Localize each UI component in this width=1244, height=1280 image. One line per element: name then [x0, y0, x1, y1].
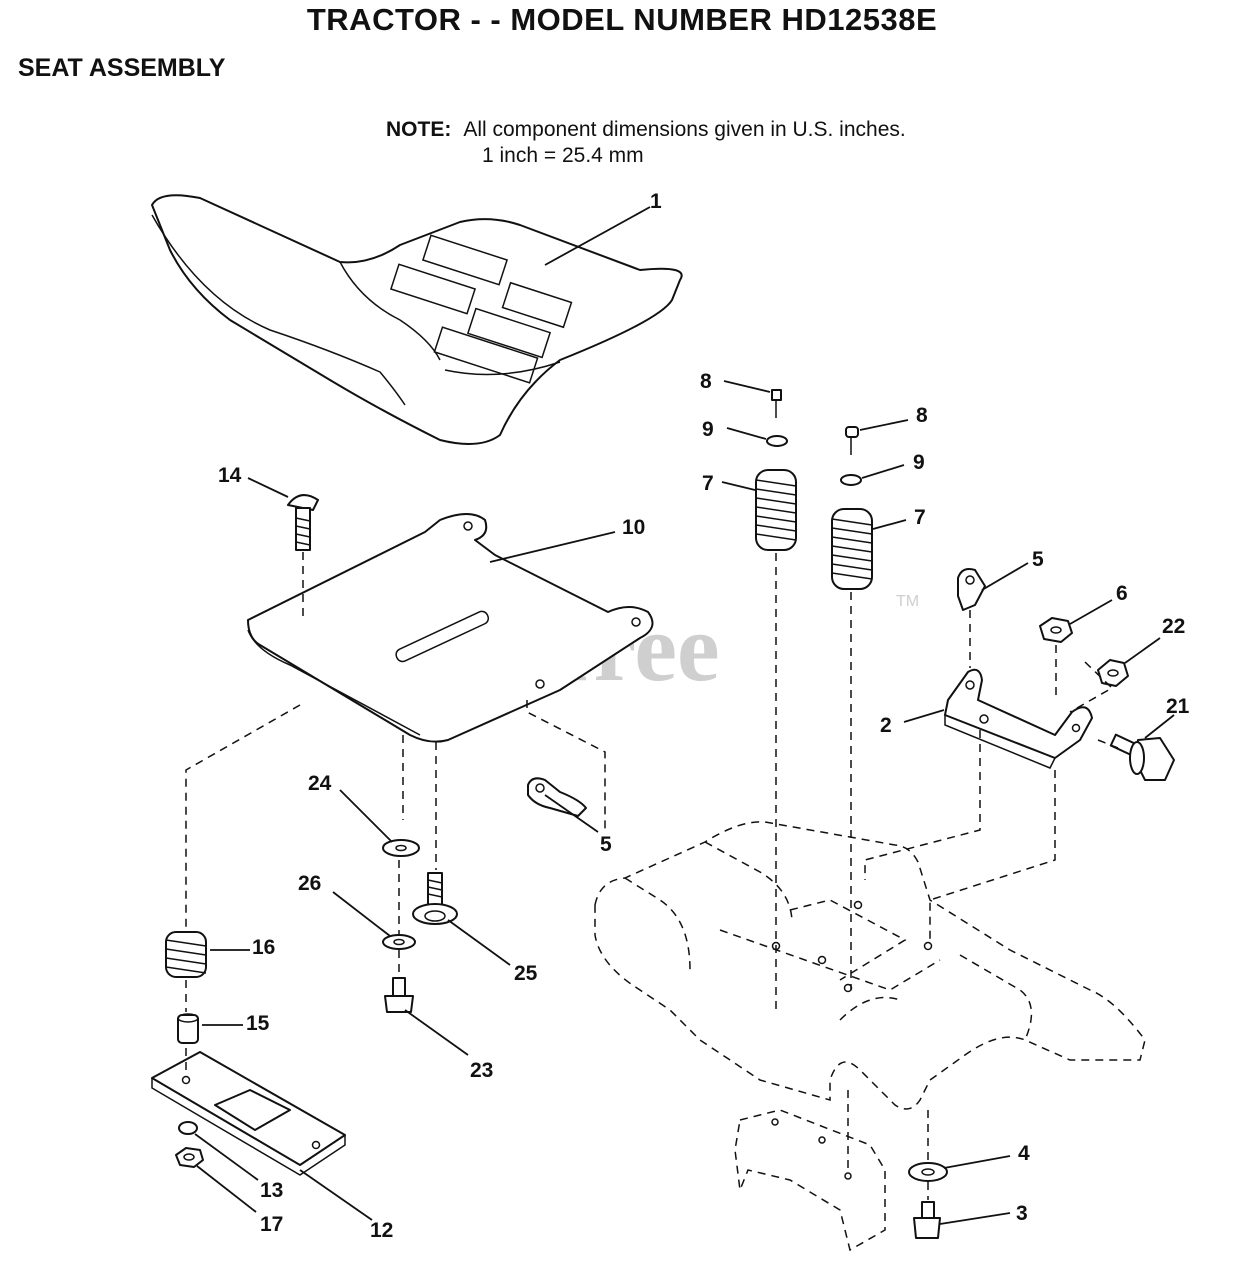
callout-8-right: 8 [916, 404, 928, 427]
note-line2: 1 inch = 25.4 mm [482, 144, 644, 167]
callout-9-left: 9 [702, 418, 714, 441]
seat-bracket-2-part[interactable] [944, 668, 1093, 769]
washer-24-part[interactable] [382, 839, 420, 857]
callout-23: 23 [470, 1059, 493, 1082]
nut-6-part[interactable] [1039, 617, 1073, 643]
seat-clip-upper-part[interactable] [957, 568, 986, 611]
callout-4: 4 [1018, 1142, 1030, 1165]
callout-7-left: 7 [702, 472, 714, 495]
washer-4-part[interactable] [908, 1162, 948, 1182]
spring-16-part[interactable] [165, 931, 207, 978]
callout-5-lower: 5 [600, 833, 612, 856]
flange-bolt-21-part[interactable] [1109, 733, 1175, 781]
carriage-bolt-part[interactable] [287, 494, 319, 551]
callout-8-left: 8 [700, 370, 712, 393]
nut-17-part[interactable] [175, 1147, 204, 1168]
hex-bolt-23-part[interactable] [384, 977, 414, 1013]
callout-17: 17 [260, 1213, 283, 1236]
callout-3: 3 [1016, 1202, 1028, 1225]
callout-22: 22 [1162, 615, 1185, 638]
callout-24: 24 [308, 772, 332, 795]
callout-10: 10 [622, 516, 645, 539]
callout-2: 2 [880, 714, 892, 737]
note-label: NOTE: [386, 118, 452, 141]
callout-7-right: 7 [914, 506, 926, 529]
washer-9b-part[interactable] [840, 474, 862, 486]
shoulder-bolt-part[interactable] [412, 872, 458, 925]
pin-8a-part[interactable] [771, 389, 782, 418]
washer-26-part[interactable] [382, 934, 416, 950]
watermark-tm: TM [896, 593, 919, 610]
hex-bolt-3-part[interactable] [913, 1201, 941, 1239]
nut-22-part[interactable] [1097, 659, 1129, 687]
pin-8b-part[interactable] [845, 426, 859, 455]
callout-6: 6 [1116, 582, 1128, 605]
dimension-note: NOTE: All component dimensions given in U… [386, 117, 906, 167]
page-title: TRACTOR - - MODEL NUMBER HD12538E [306, 2, 938, 37]
nut-13-part[interactable] [178, 1121, 198, 1135]
seat-clip-lower-part[interactable] [527, 777, 587, 817]
note-line1: All component dimensions given in U.S. i… [463, 118, 906, 141]
spacer-15-part[interactable] [177, 1013, 199, 1044]
section-title: SEAT ASSEMBLY [18, 54, 226, 82]
callout-14: 14 [218, 464, 242, 487]
callout-13: 13 [260, 1179, 283, 1202]
seat-bracket-12-part[interactable] [151, 1048, 346, 1176]
callout-16: 16 [252, 936, 275, 959]
callout-26: 26 [298, 872, 321, 895]
seat-part[interactable] [151, 194, 683, 445]
callout-9-right: 9 [913, 451, 925, 474]
tractor-frame-part [594, 821, 1146, 1252]
callout-15: 15 [246, 1012, 270, 1035]
spring-7b-part[interactable] [831, 508, 873, 590]
spring-7a-part[interactable] [755, 469, 797, 551]
callout-12: 12 [370, 1219, 393, 1242]
callout-25: 25 [514, 962, 538, 985]
seat-pan-part[interactable] [247, 513, 654, 743]
washer-9a-part[interactable] [766, 435, 788, 447]
callout-1: 1 [650, 190, 662, 213]
callout-21: 21 [1166, 695, 1190, 718]
callout-5-upper: 5 [1032, 548, 1044, 571]
